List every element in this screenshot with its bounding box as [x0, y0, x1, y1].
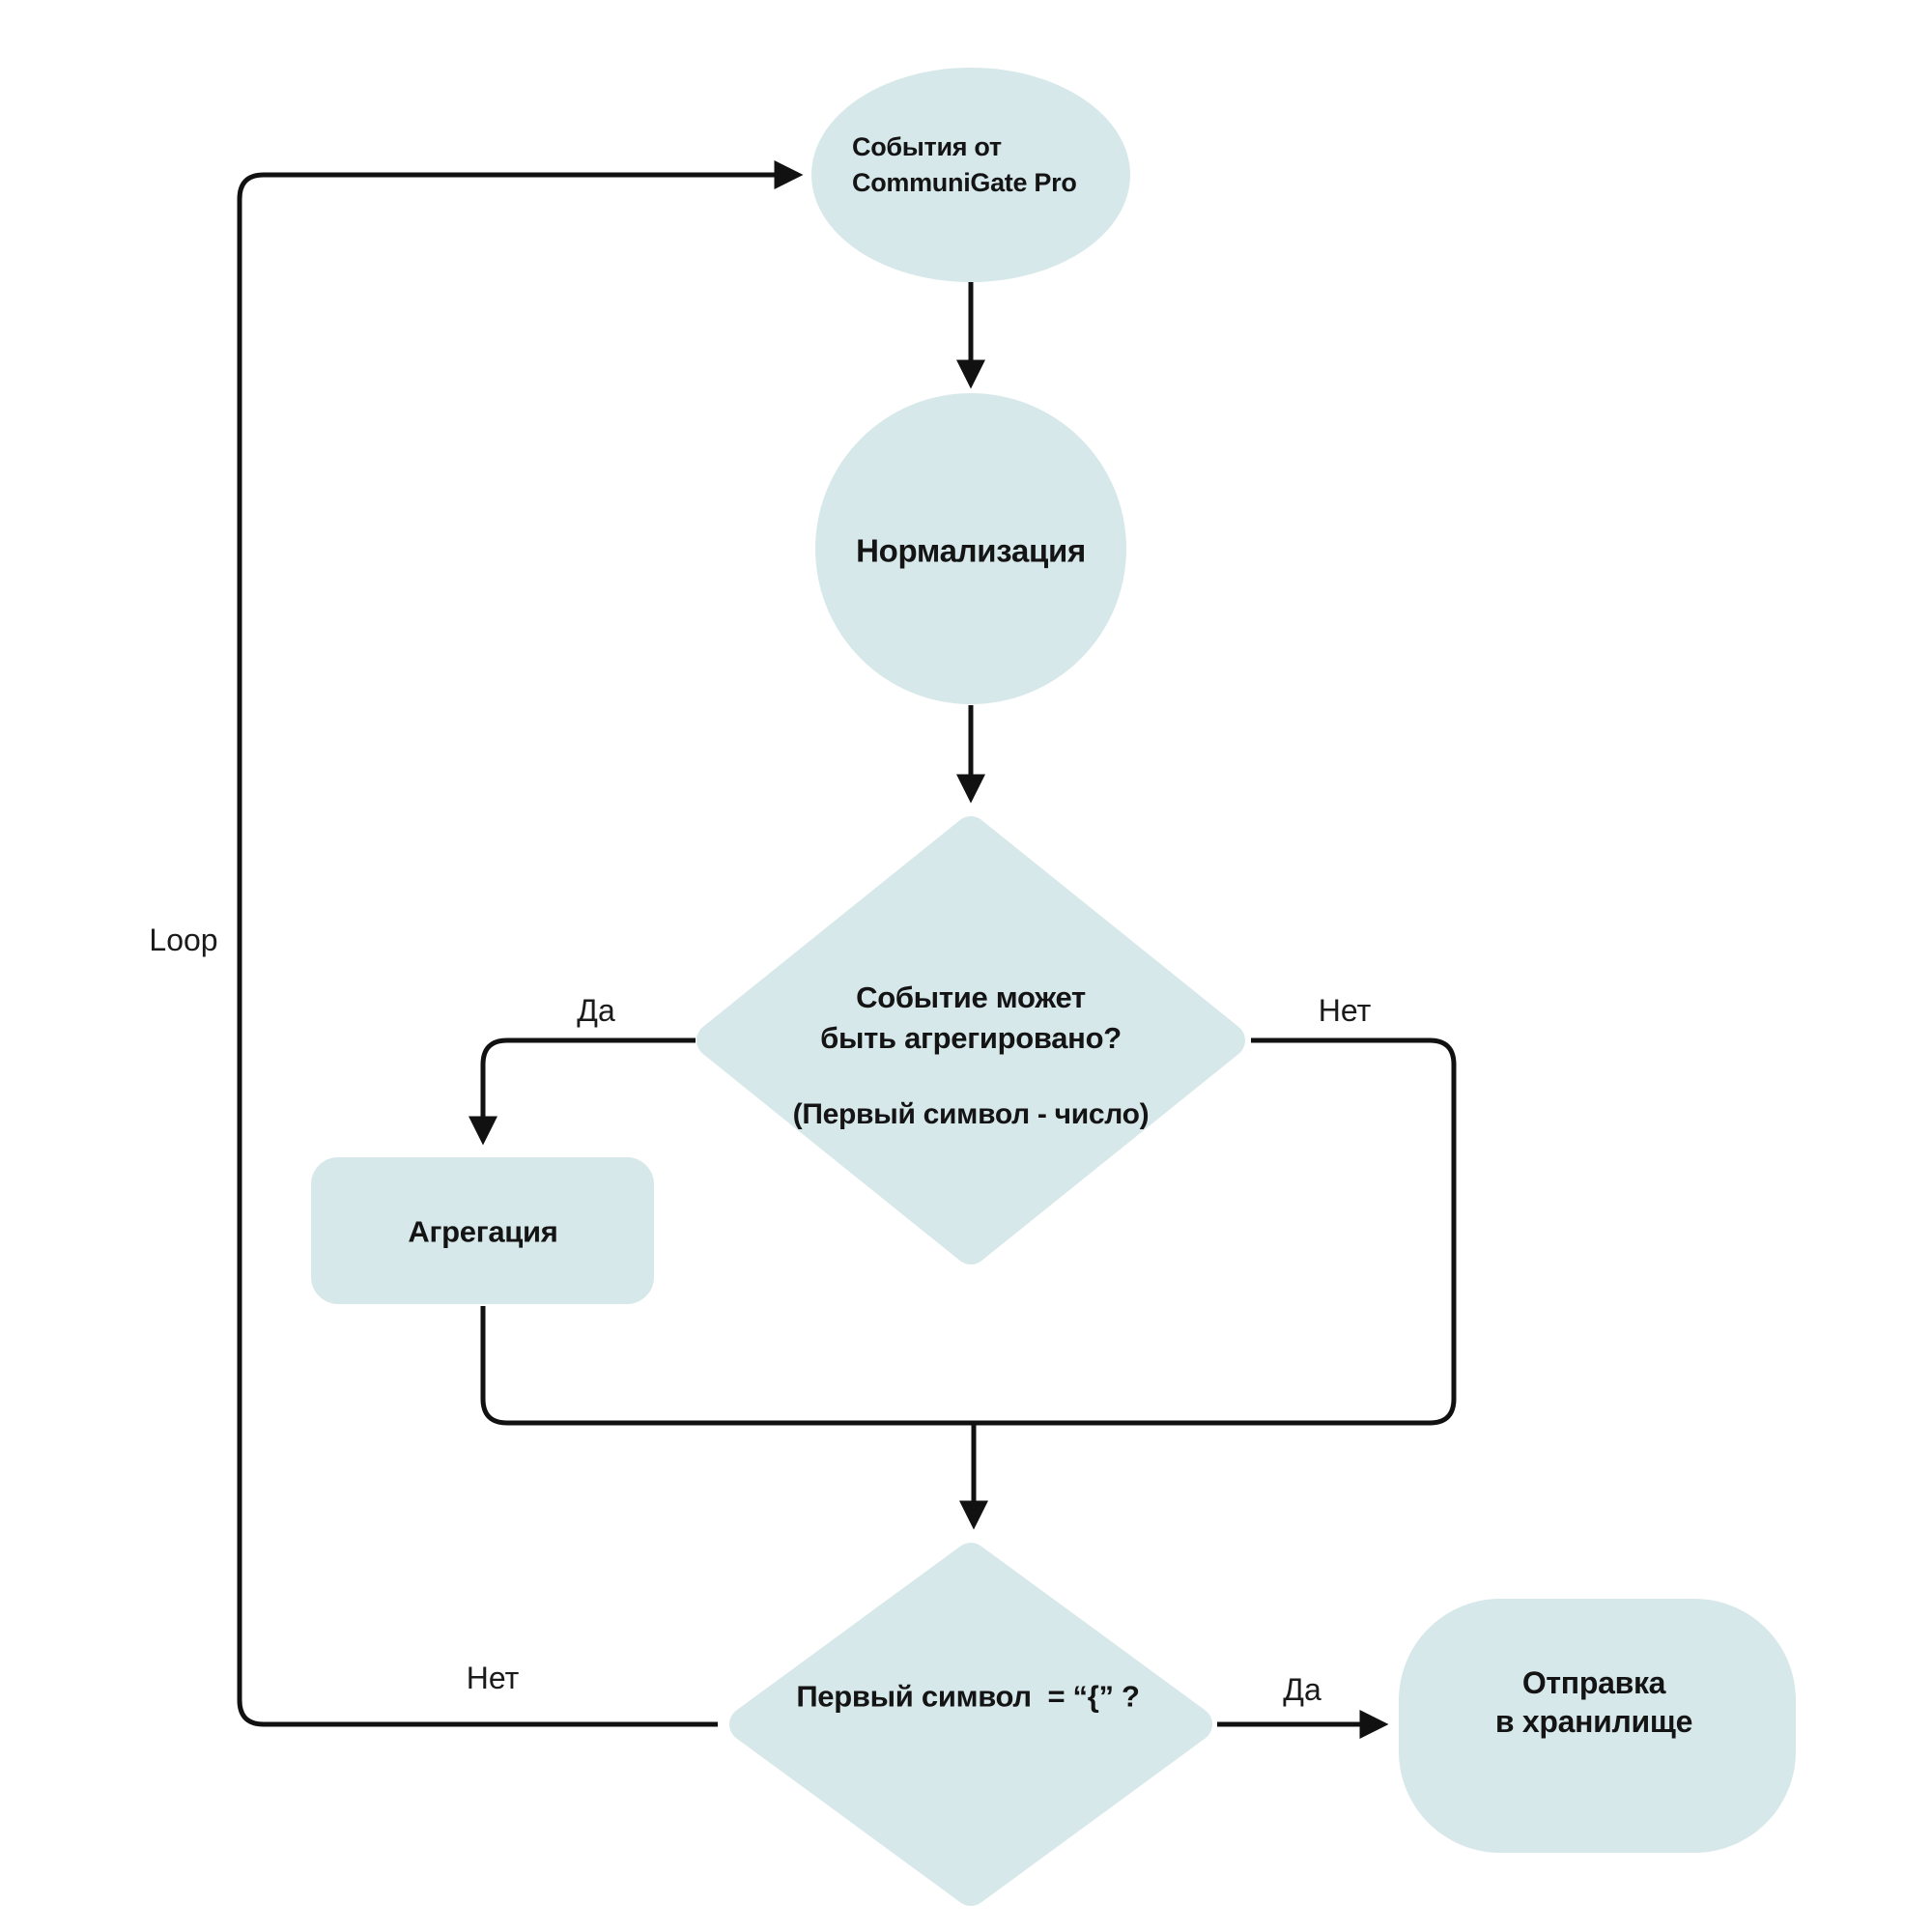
decision-aggregate-node-shape [696, 816, 1245, 1264]
edge-label-decision2-no: Нет [466, 1661, 520, 1695]
decision-first-char-node-label: Первый символ = “{” ? [796, 1679, 1140, 1714]
start-node-label-line2: CommuniGate Pro [852, 168, 1077, 197]
normalize-node-label: Нормализация [856, 532, 1086, 569]
edge-label-decision1-yes: Да [577, 993, 615, 1028]
store-node-label-line1: Отправка [1521, 1665, 1666, 1700]
edge-loop-back-to-start [237, 160, 804, 1727]
edge-merge-u-shape [480, 1037, 1457, 1426]
store-node-shape [1399, 1599, 1796, 1853]
decision-aggregate-label-note: (Первый символ - число) [792, 1098, 1150, 1130]
start-node-label: События от CommuniGate Pro [852, 129, 1077, 201]
decision-aggregate-label-line1: Событие может [856, 980, 1086, 1014]
start-node-label-line1: События от [852, 132, 1002, 161]
edge-label-decision2-yes: Да [1283, 1672, 1321, 1707]
decision-aggregate-node-label: Событие может быть агрегировано? (Первый… [793, 978, 1150, 1135]
normalize-node-shape [815, 393, 1126, 704]
start-node-shape [811, 68, 1130, 282]
decision-aggregate-label-line2: быть агрегировано? [820, 1021, 1122, 1055]
store-node-label-line2: в хранилище [1494, 1704, 1693, 1739]
edge-decision1-yes-to-aggregate [469, 1037, 696, 1146]
aggregate-node-shape [311, 1157, 654, 1304]
aggregate-node-label: Агрегация [408, 1214, 558, 1249]
decision-first-char-node-shape [729, 1543, 1212, 1906]
edge-label-decision1-no: Нет [1318, 993, 1372, 1028]
edge-label-loop: Loop [149, 923, 218, 957]
store-node-label: Отправка в хранилище [1494, 1663, 1693, 1741]
